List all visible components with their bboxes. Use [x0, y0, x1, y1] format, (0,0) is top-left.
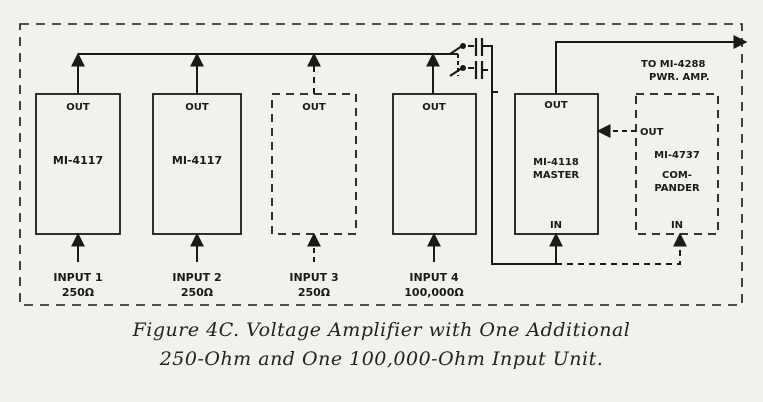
unit-1-model: MI-4117 — [53, 154, 103, 167]
unit-1-out-label: OUT — [66, 102, 90, 113]
master-in-label: IN — [550, 220, 562, 231]
compander-out-label: OUT — [640, 127, 664, 138]
master-out-label: OUT — [544, 100, 568, 111]
unit-3-out-label: OUT — [302, 102, 326, 113]
output-target-label: TO MI-4288 — [641, 59, 706, 70]
figure-caption-line-2: 250-Ohm and One 100,000-Ohm Input Unit. — [159, 348, 604, 370]
input-unit-2: OUT MI-4117 INPUT 2 250Ω — [152, 52, 242, 299]
input-4-impedance: 100,000Ω — [404, 286, 464, 299]
input-2-label: INPUT 2 — [172, 271, 221, 284]
input-1-impedance: 250Ω — [62, 286, 95, 299]
input-2-impedance: 250Ω — [181, 286, 214, 299]
input-unit-1: OUT MI-4117 INPUT 1 250Ω — [35, 52, 121, 299]
master-subtitle: MASTER — [533, 170, 580, 181]
figure-caption-line-1: Figure 4C. Voltage Amplifier with One Ad… — [132, 319, 631, 341]
unit-2-model: MI-4117 — [172, 154, 222, 167]
master-unit: OUT MI-4118 MASTER IN — [514, 93, 599, 235]
master-model: MI-4118 — [533, 157, 579, 168]
bus-jack-connectors — [449, 38, 498, 93]
unit-2-out-label: OUT — [185, 102, 209, 113]
master-output-line — [555, 35, 748, 94]
input-4-label: INPUT 4 — [409, 271, 459, 284]
input-unit-3: OUT INPUT 3 250Ω — [271, 52, 357, 299]
compander-in-label: IN — [671, 220, 683, 231]
input-1-label: INPUT 1 — [53, 271, 102, 284]
outer-enclosure — [19, 23, 743, 306]
compander-unit: OUT MI-4737 COM- PANDER IN — [596, 93, 719, 235]
compander-model: MI-4737 — [654, 150, 700, 161]
input-unit-4: OUT INPUT 4 100,000Ω — [392, 52, 477, 299]
output-target-sub: PWR. AMP. — [649, 72, 710, 83]
compander-feed-line — [556, 232, 687, 265]
unit-4-out-label: OUT — [422, 102, 446, 113]
input-3-impedance: 250Ω — [298, 286, 331, 299]
input-3-label: INPUT 3 — [289, 271, 338, 284]
compander-name-2: PANDER — [654, 183, 700, 194]
master-feed-line — [491, 92, 563, 265]
compander-name-1: COM- — [662, 170, 692, 181]
